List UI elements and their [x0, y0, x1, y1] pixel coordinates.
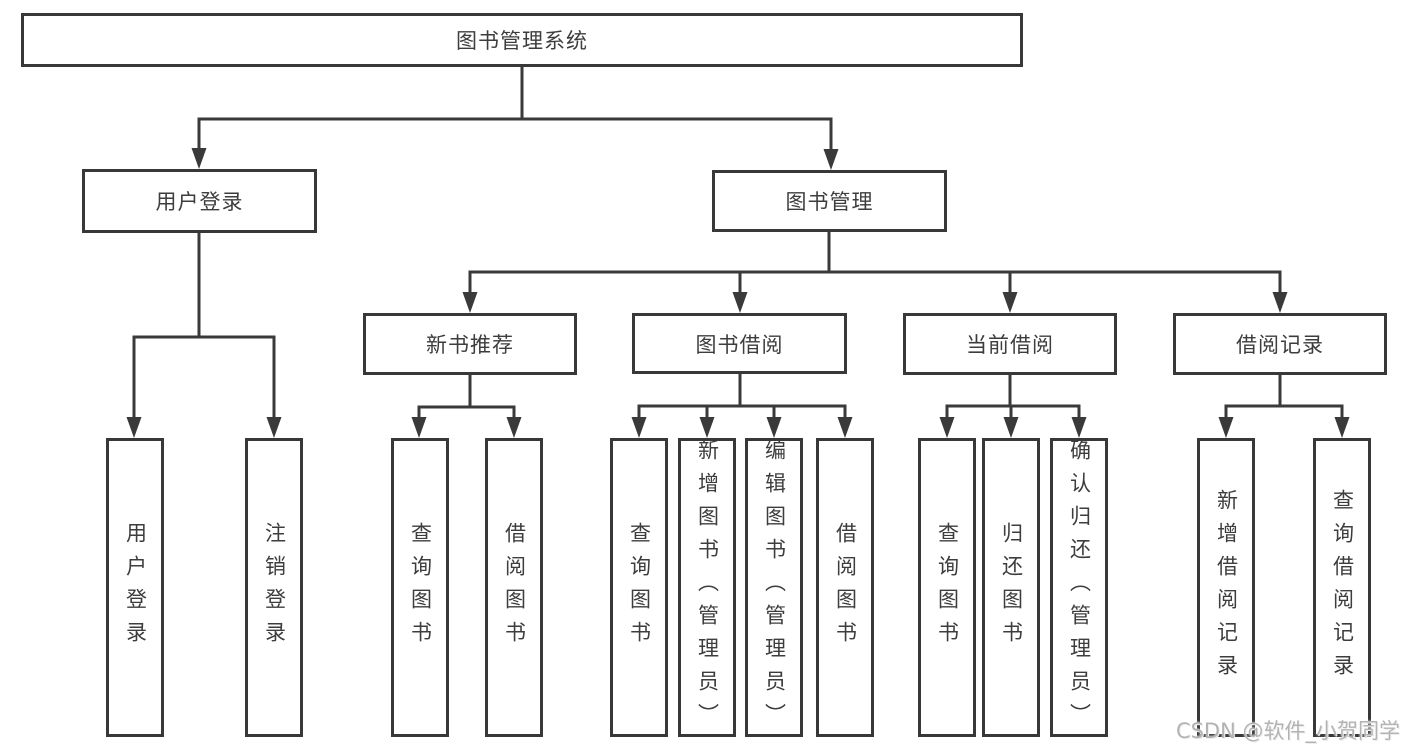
leaf-add-book-admin: 新增图书（管理员）	[678, 438, 736, 737]
node-label: 查询图书	[408, 521, 433, 654]
node-book-borrowing: 图书借阅	[632, 313, 847, 374]
node-label: 查询图书	[627, 521, 652, 654]
node-current-borrowing: 当前借阅	[903, 313, 1117, 375]
node-label: 借阅图书	[833, 521, 858, 654]
node-book-management: 图书管理	[712, 170, 947, 232]
leaf-query-books-recommend: 查询图书	[391, 438, 449, 737]
leaf-confirm-return-admin: 确认归还（管理员）	[1050, 438, 1108, 737]
leaf-borrow-books-recommend: 借阅图书	[485, 438, 543, 737]
node-label: 确认归还（管理员）	[1067, 439, 1092, 736]
leaf-user-login: 用户登录	[106, 438, 164, 737]
node-new-book-recommendation: 新书推荐	[363, 313, 577, 375]
node-label: 注销登录	[262, 521, 287, 654]
node-user-login: 用户登录	[82, 169, 317, 233]
leaf-query-books-current: 查询图书	[918, 438, 976, 737]
leaf-add-borrow-record: 新增借阅记录	[1197, 438, 1255, 737]
node-library-management-system: 图书管理系统	[21, 13, 1023, 67]
node-label: 当前借阅	[966, 333, 1054, 357]
node-label: 图书借阅	[695, 332, 784, 357]
node-label: 用户登录	[155, 190, 244, 214]
node-label: 新增图书（管理员）	[695, 439, 720, 736]
leaf-logout: 注销登录	[245, 438, 303, 737]
node-label: 查询借阅记录	[1330, 488, 1355, 687]
node-label: 借阅图书	[502, 521, 527, 654]
node-label: 归还图书	[999, 521, 1024, 654]
leaf-query-books-borrowing: 查询图书	[610, 438, 668, 737]
node-borrowing-records: 借阅记录	[1173, 313, 1387, 375]
leaf-borrow-books-borrowing: 借阅图书	[816, 438, 874, 737]
node-label: 用户登录	[123, 521, 148, 654]
leaf-edit-book-admin: 编辑图书（管理员）	[745, 438, 803, 737]
node-label: 查询图书	[935, 521, 960, 654]
node-label: 新增借阅记录	[1214, 488, 1239, 687]
node-label: 借阅记录	[1236, 333, 1324, 357]
node-label: 图书管理系统	[456, 29, 588, 53]
node-label: 新书推荐	[426, 333, 514, 357]
leaf-query-borrow-record: 查询借阅记录	[1313, 438, 1371, 737]
node-label: 图书管理	[785, 190, 874, 214]
node-label: 编辑图书（管理员）	[762, 439, 787, 736]
leaf-return-book: 归还图书	[982, 438, 1040, 737]
csdn-watermark: CSDN @软件_小贺同学	[1175, 719, 1400, 743]
